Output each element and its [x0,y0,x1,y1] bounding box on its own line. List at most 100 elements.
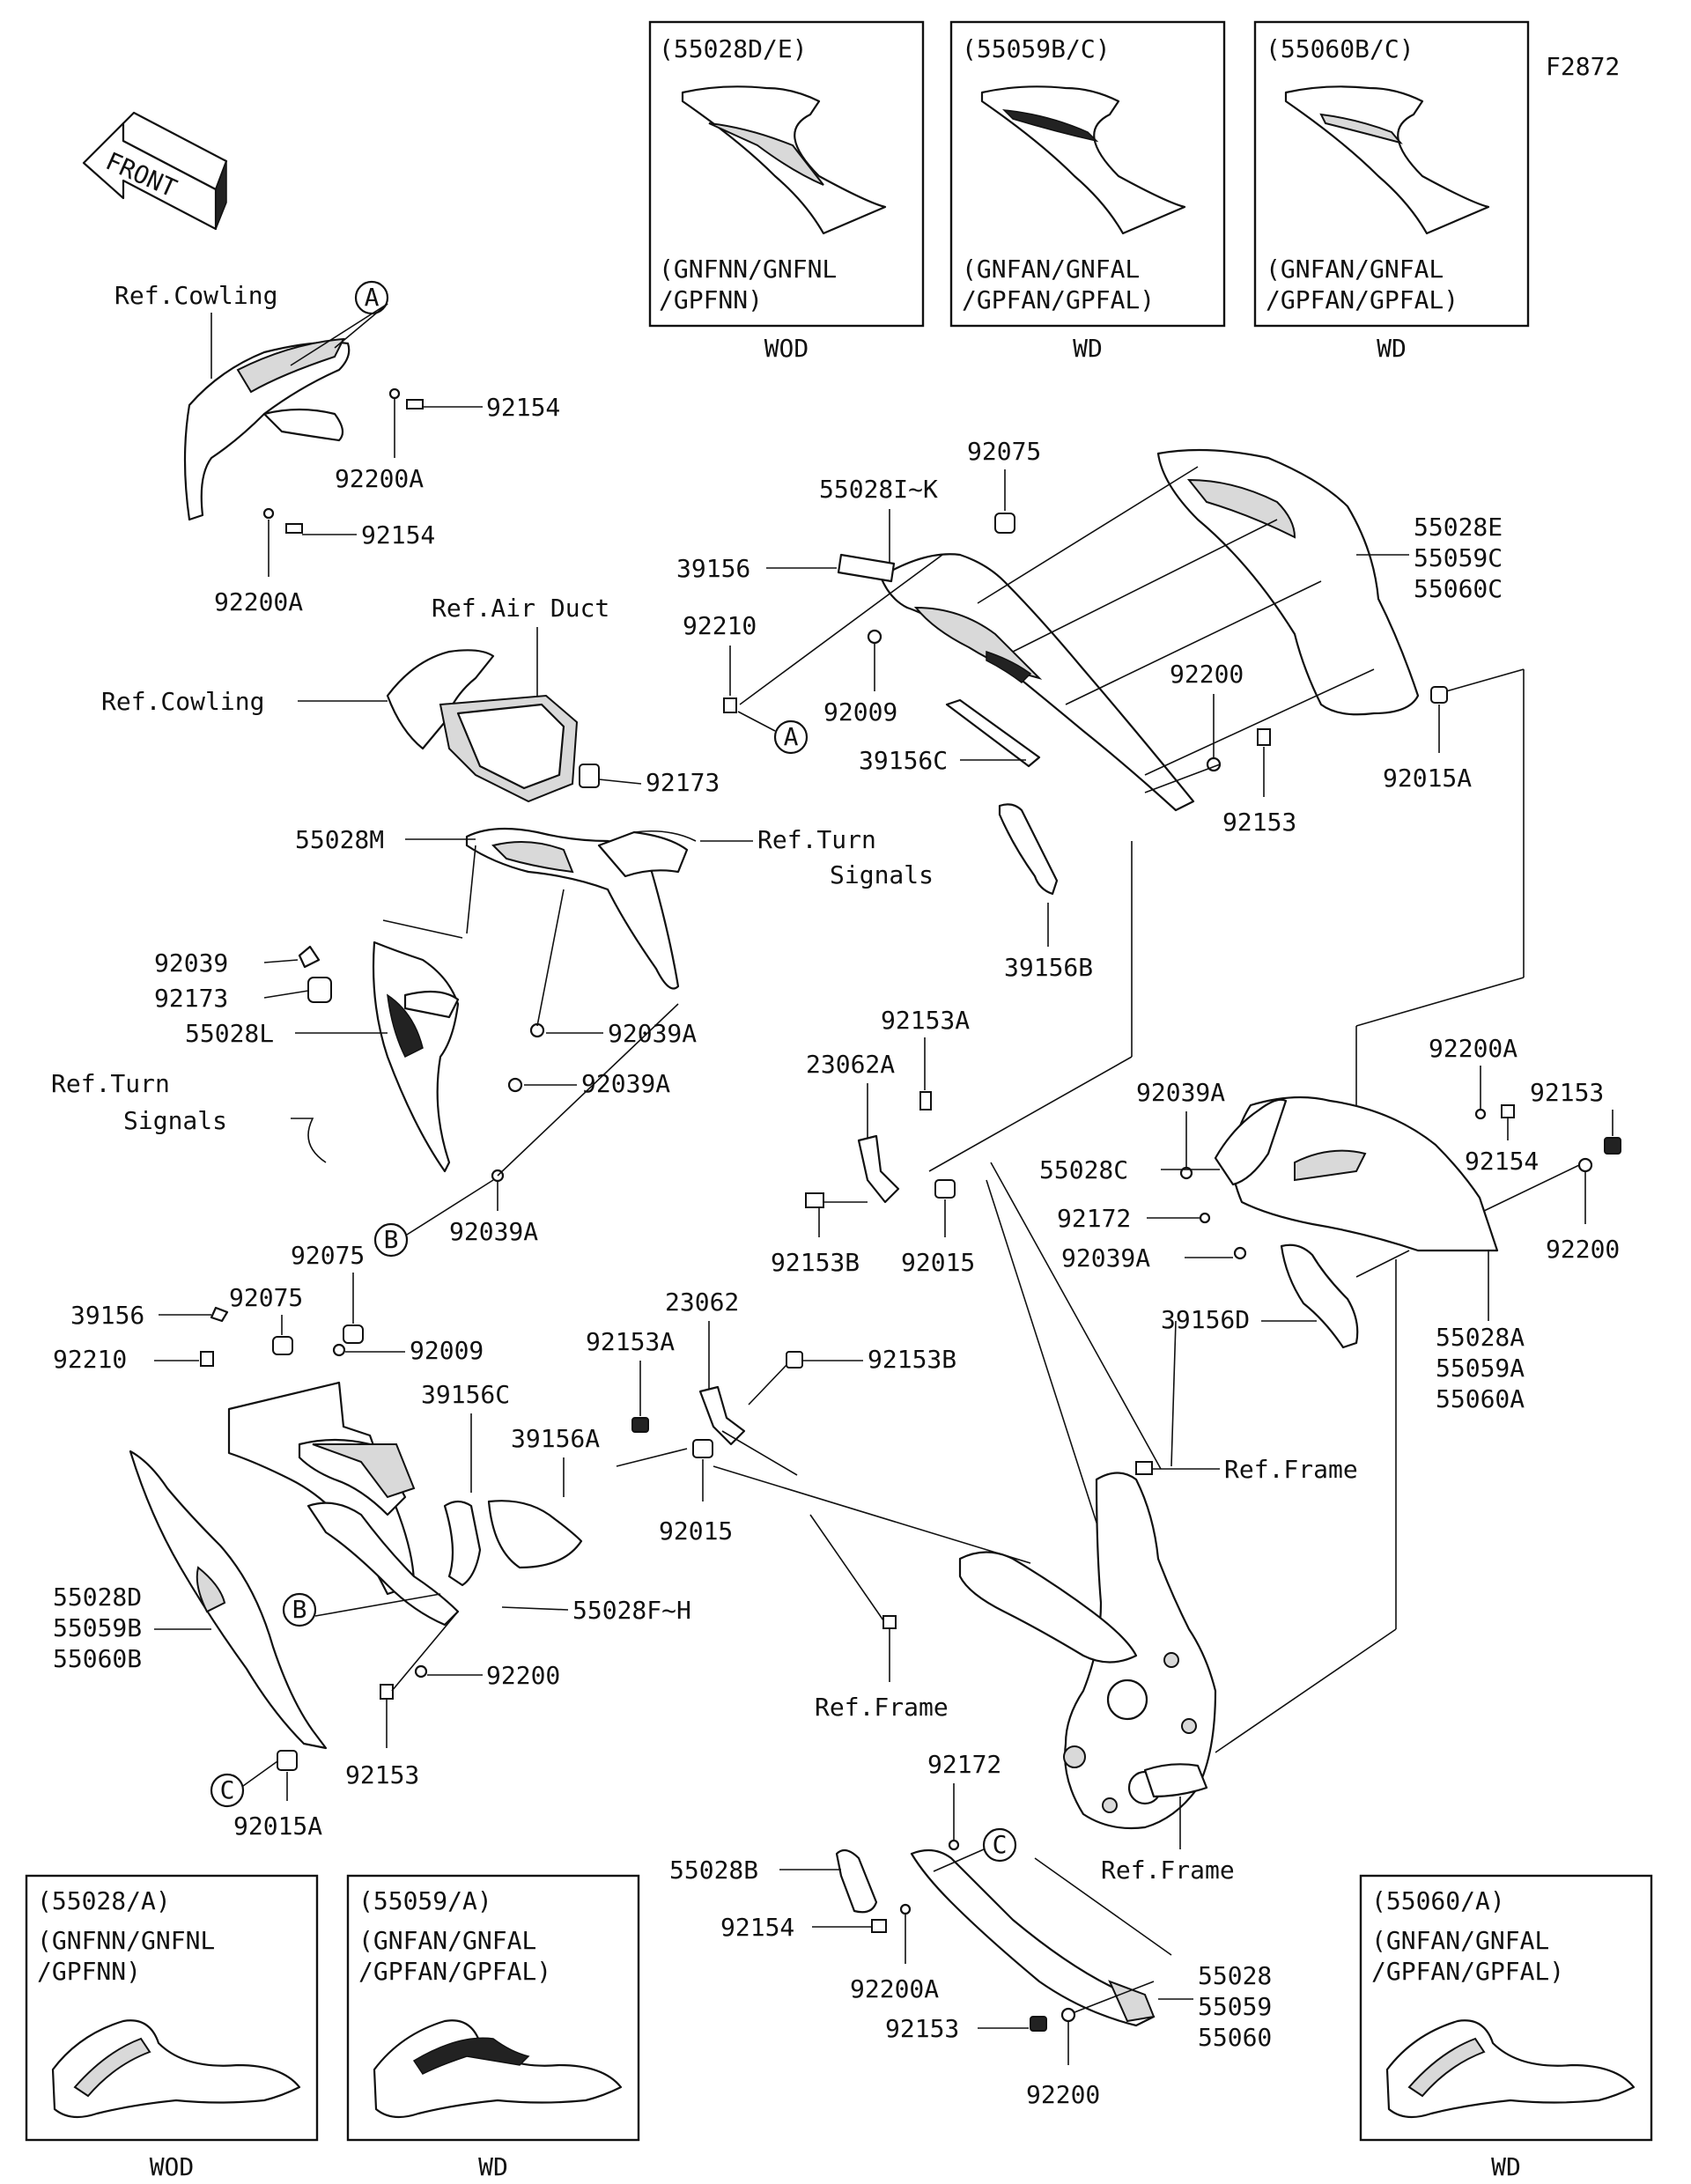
ref-circle-c-letter: C [220,1775,235,1804]
variant-box-55060a: (55060/A) (GNFAN/GNFAL /GPFAN/GPFAL) WD [1359,1874,1653,2181]
bolt-icon [1030,2016,1047,2032]
ref-turn-signals-label: Ref.Turn [51,1069,170,1098]
part-55028: 55028 [1198,1961,1272,1990]
variant-caption: WD [1073,334,1103,363]
lower-center-group: 92172 C 55028B 92154 92200A 92153 92200 … [669,1750,1272,2109]
clip-icon [507,1077,523,1093]
part-92015: 92015 [659,1516,733,1546]
part-92154: 92154 [361,520,435,550]
variant-line2: /GPFAN/GPFAL) [1371,1957,1564,1986]
bolt-icon [406,399,424,410]
bolt-icon [1257,728,1271,746]
part-39156b: 39156B [1004,953,1093,982]
ref-frame-label: Ref.Frame [1224,1455,1358,1484]
ref-circle-b [373,1222,409,1258]
part-92200: 92200 [1026,2080,1100,2109]
part-92200: 92200 [1546,1235,1620,1264]
part-39156c: 39156C [859,746,948,775]
variant-box-55028de: (55028D/E) (GNFNN/GNFNL /GPFNN) WOD [648,20,925,363]
screw-icon [332,1343,346,1357]
ref-circle-b-letter: B [384,1225,399,1254]
grommet-icon [994,513,1015,534]
part-92039a: 92039A [1136,1078,1225,1107]
part-23062: 23062 [665,1288,739,1317]
washer-icon [262,507,275,520]
part-92153a: 92153A [881,1006,970,1035]
screw-icon [867,629,882,645]
variant-box-55059bc: (55059B/C) (GNFAN/GNFAL /GPFAN/GPFAL) WD [949,20,1226,363]
variant-title: (55028/A) [37,1886,171,1915]
part-55028d: 55028D [53,1583,142,1612]
clip-icon [529,1022,545,1038]
part-55028c: 55028C [1039,1155,1128,1184]
part-92200a: 92200A [850,1974,939,2003]
ref-cowling-label: Ref.Cowling [101,687,264,716]
washer-icon [1060,2007,1076,2023]
grommet-icon [343,1324,364,1344]
variant-caption: WOD [764,334,809,363]
frame-group: Ref.Frame Ref.Frame Ref.Frame [809,1162,1397,1885]
inner-panels-group: 55028M Ref.Turn Signals 92039 92173 5502… [51,825,934,1258]
variant-line1: (GNFAN/GNFAL [358,1926,536,1955]
front-arrow-icon: FRONT [82,111,228,231]
washer-icon [388,387,401,400]
washer-icon [414,1664,428,1679]
ref-circle-c [210,1773,245,1808]
bolt-icon [1501,1104,1515,1118]
screw-icon [1199,1212,1211,1224]
part-55028i-k: 55028I~K [819,475,938,504]
variant-box-55059a: (55059/A) (GNFAN/GNFAL /GPFAN/GPFAL) WD [346,1874,640,2181]
part-55060c: 55060C [1414,574,1503,603]
grommet-icon [579,764,600,788]
washer-icon [1577,1157,1593,1173]
ref-circle-c-letter: C [993,1830,1008,1859]
part-39156d: 39156D [1161,1305,1250,1334]
part-92075: 92075 [291,1241,365,1270]
part-55060: 55060 [1198,2023,1272,2052]
variant-line1: (GNFAN/GNFAL [962,255,1140,284]
nut-icon [200,1351,214,1367]
nut-icon [723,697,737,713]
grommet-icon [272,1336,293,1355]
clip-icon [1179,1166,1193,1180]
part-39156: 39156 [70,1301,144,1330]
grommet-icon [692,1439,713,1458]
part-92015a: 92015A [233,1811,322,1841]
part-55028e: 55028E [1414,513,1503,542]
ref-cowling-upper-group: Ref.Cowling A 92154 92200A 92154 92200A [114,280,560,616]
grommet-icon [934,1179,956,1199]
bolt-icon [380,1684,394,1700]
ref-frame-label: Ref.Frame [1101,1856,1235,1885]
part-92075: 92075 [229,1283,303,1312]
part-55028l: 55028L [185,1019,274,1048]
part-92173: 92173 [154,984,228,1013]
part-92200a: 92200A [1429,1034,1517,1063]
variant-line2: /GPFNN) [659,285,763,314]
ref-cowling-label: Ref.Cowling [114,281,277,310]
bracket-icon [857,1134,900,1204]
variant-caption: WOD [150,2152,195,2181]
upper-cowling-group: 92075 55028I~K 39156 92210 A 92009 39156… [676,437,1525,1171]
seal-icon [945,698,1041,768]
bolt-icon [882,1615,897,1629]
bracket-group-upper: 92153A 23062A 92153B 92015 [771,841,1133,1551]
part-92075: 92075 [967,437,1041,466]
part-92210: 92210 [683,611,757,640]
part-55059a: 55059A [1436,1354,1525,1383]
variant-line1: (GNFAN/GNFAL [1266,255,1444,284]
part-92153: 92153 [1222,808,1296,837]
ref-circle-a-letter: A [784,722,799,751]
variant-line2: /GPFAN/GPFAL) [358,1957,551,1986]
part-92200: 92200 [486,1661,560,1690]
lower-left-cowling-group: 92075 39156 92075 92009 92210 39156C 391… [53,1241,691,1841]
part-55059c: 55059C [1414,543,1503,572]
ref-turn-signals-label-2: Signals [830,860,934,889]
part-39156: 39156 [676,554,750,583]
part-92200a: 92200A [335,464,424,493]
ref-turn-signals-label-2: Signals [123,1106,227,1135]
ref-circle-a [773,719,809,755]
variant-line1: (GNFNN/GNFNL [659,255,837,284]
part-92154: 92154 [720,1913,794,1942]
variant-title: (55059B/C) [962,34,1111,63]
